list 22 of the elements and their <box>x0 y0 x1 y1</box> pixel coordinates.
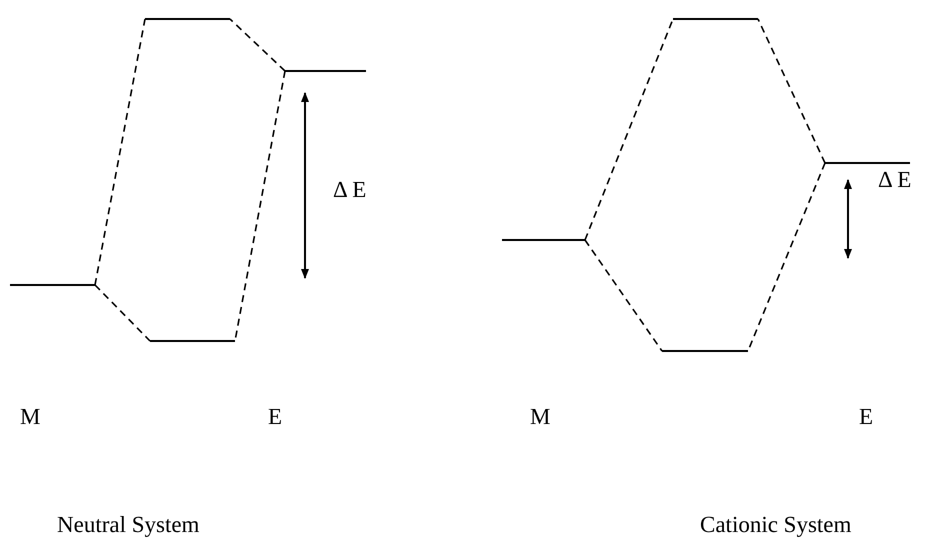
energy-level-line <box>825 162 910 164</box>
energy-level-line <box>673 18 758 20</box>
axis-label: E <box>859 405 874 428</box>
panel-title: Neutral System <box>57 513 200 536</box>
energy-level-line <box>502 239 585 241</box>
energy-gap-label: Δ E <box>333 178 366 201</box>
dashed-line <box>94 18 146 286</box>
energy-level-line <box>145 18 230 20</box>
axis-label: M <box>20 405 40 428</box>
dashed-line <box>757 18 826 164</box>
energy-level-line <box>150 340 235 342</box>
energy-level-line <box>285 70 366 72</box>
dashed-line <box>584 240 663 352</box>
dashed-line <box>94 284 151 342</box>
energy-gap-label: Δ E <box>878 168 912 191</box>
energy-level-line <box>662 350 748 352</box>
axis-label: E <box>268 405 282 428</box>
dashed-line <box>229 18 286 72</box>
panel-title: Cationic System <box>700 513 852 536</box>
axis-label: M <box>530 405 550 428</box>
energy-level-line <box>10 284 95 286</box>
dashed-line <box>584 18 674 240</box>
